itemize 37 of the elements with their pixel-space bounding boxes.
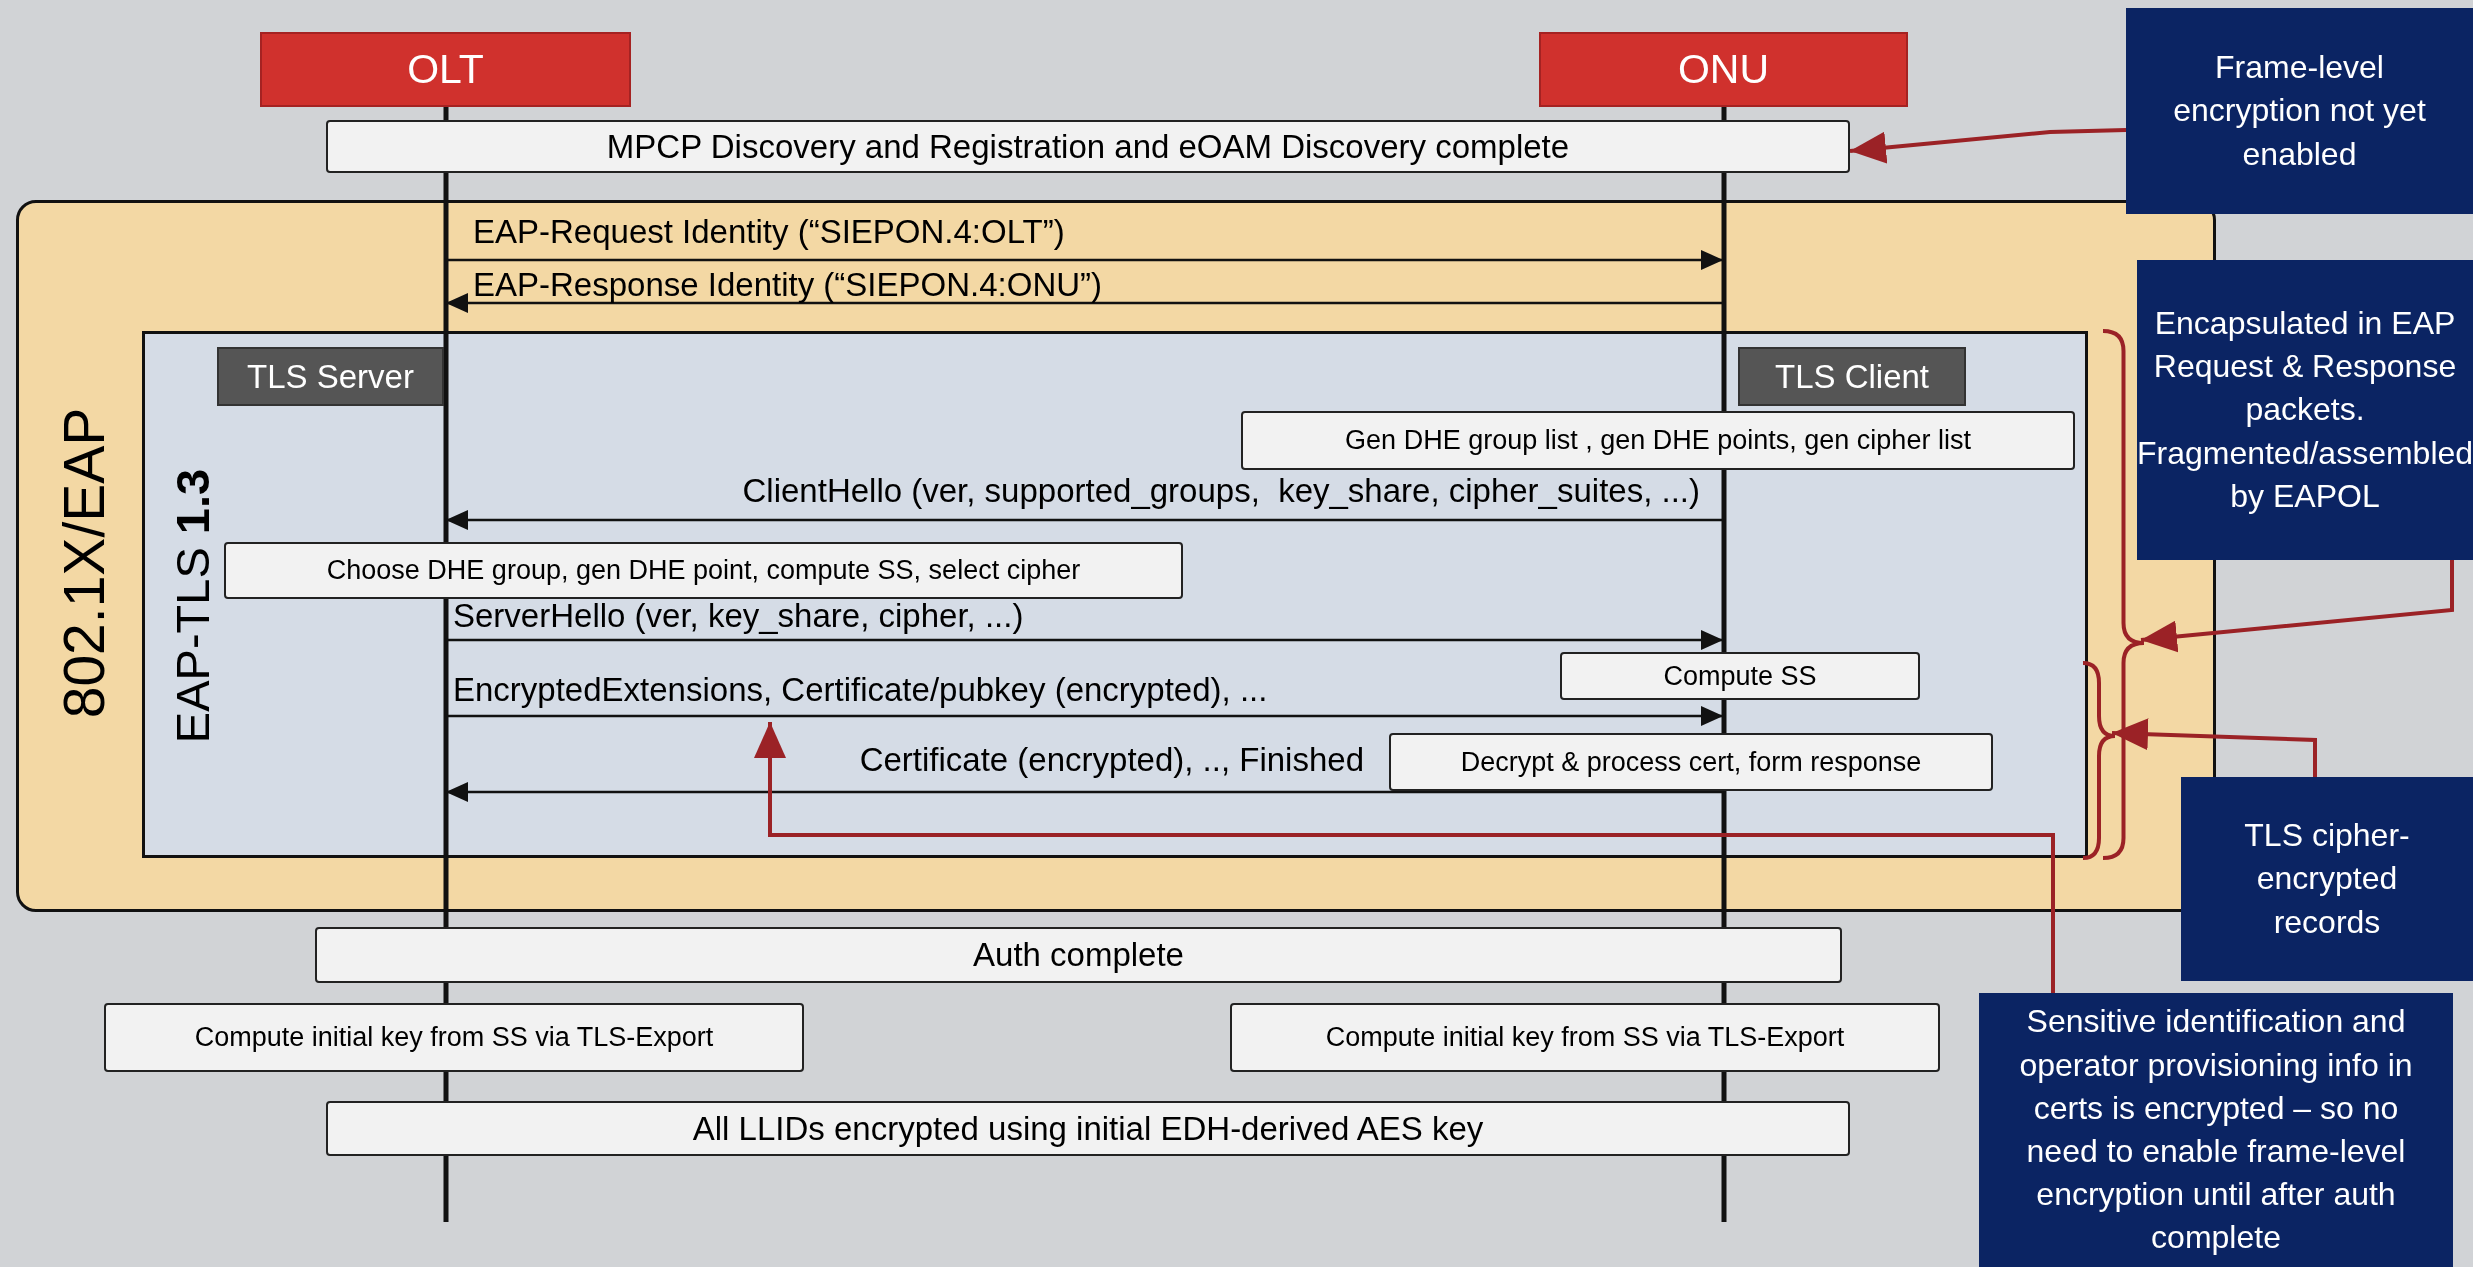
leader-line bbox=[754, 722, 2055, 993]
role-label: TLS Server bbox=[217, 347, 444, 406]
curly-brace bbox=[2083, 663, 2115, 858]
message-label: ServerHello (ver, key_share, cipher, ...) bbox=[453, 598, 1024, 635]
leader-line bbox=[2111, 718, 2317, 777]
callout-box: Frame-level encryption not yet enabled bbox=[2126, 8, 2473, 214]
message-arrow bbox=[445, 250, 1724, 270]
message-label: ClientHello (ver, supported_groups, key_share, cipher_suites, ...) bbox=[742, 473, 1700, 510]
message-label: Certificate (encrypted), .., Finished bbox=[859, 742, 1364, 779]
process-box: Compute SS bbox=[1560, 652, 1920, 700]
role-label: TLS Client bbox=[1738, 347, 1966, 406]
box-title: EAP-TLS 1.3 bbox=[165, 468, 220, 744]
message-arrow bbox=[445, 782, 1724, 802]
process-box: MPCP Discovery and Registration and eOAM Discovery complete bbox=[326, 120, 1850, 173]
message-arrow bbox=[445, 293, 1724, 313]
process-box: Gen DHE group list , gen DHE points, gen cipher list bbox=[1241, 411, 2075, 470]
process-box: All LLIDs encrypted using initial EDH-derived AES key bbox=[326, 1101, 1850, 1156]
participant-header: ONU bbox=[1539, 32, 1908, 107]
leader-line bbox=[1849, 128, 2127, 164]
message-label: EAP-Response Identity (“SIEPON.4:ONU”) bbox=[473, 267, 1103, 304]
callout-box: Sensitive identification and operator provisioning info in certs is encrypted – so no need to enable frame-level encryption until after auth complete bbox=[1979, 993, 2453, 1267]
callout-box: TLS cipher-encrypted records bbox=[2181, 777, 2473, 981]
message-arrow bbox=[445, 630, 1724, 650]
process-box: Compute initial key from SS via TLS-Export bbox=[104, 1003, 804, 1072]
message-arrow bbox=[445, 510, 1724, 530]
callout-box: Encapsulated in EAP Request & Response packets. Fragmented/assembled by EAPOL bbox=[2137, 260, 2473, 560]
message-label: EncryptedExtensions, Certificate/pubkey (encrypted), ... bbox=[453, 672, 1268, 709]
message-arrow bbox=[445, 706, 1724, 726]
process-box: Auth complete bbox=[315, 927, 1842, 983]
protocol-box bbox=[142, 331, 2088, 858]
process-box: Compute initial key from SS via TLS-Export bbox=[1230, 1003, 1940, 1072]
participant-header: OLT bbox=[260, 32, 631, 107]
leader-line bbox=[2140, 560, 2454, 653]
band-title: 802.1X/EAP bbox=[51, 407, 117, 719]
process-box: Decrypt & process cert, form response bbox=[1389, 733, 1993, 791]
process-box: Choose DHE group, gen DHE point, compute SS, select cipher bbox=[224, 542, 1183, 599]
message-label: EAP-Request Identity (“SIEPON.4:OLT”) bbox=[473, 214, 1065, 251]
